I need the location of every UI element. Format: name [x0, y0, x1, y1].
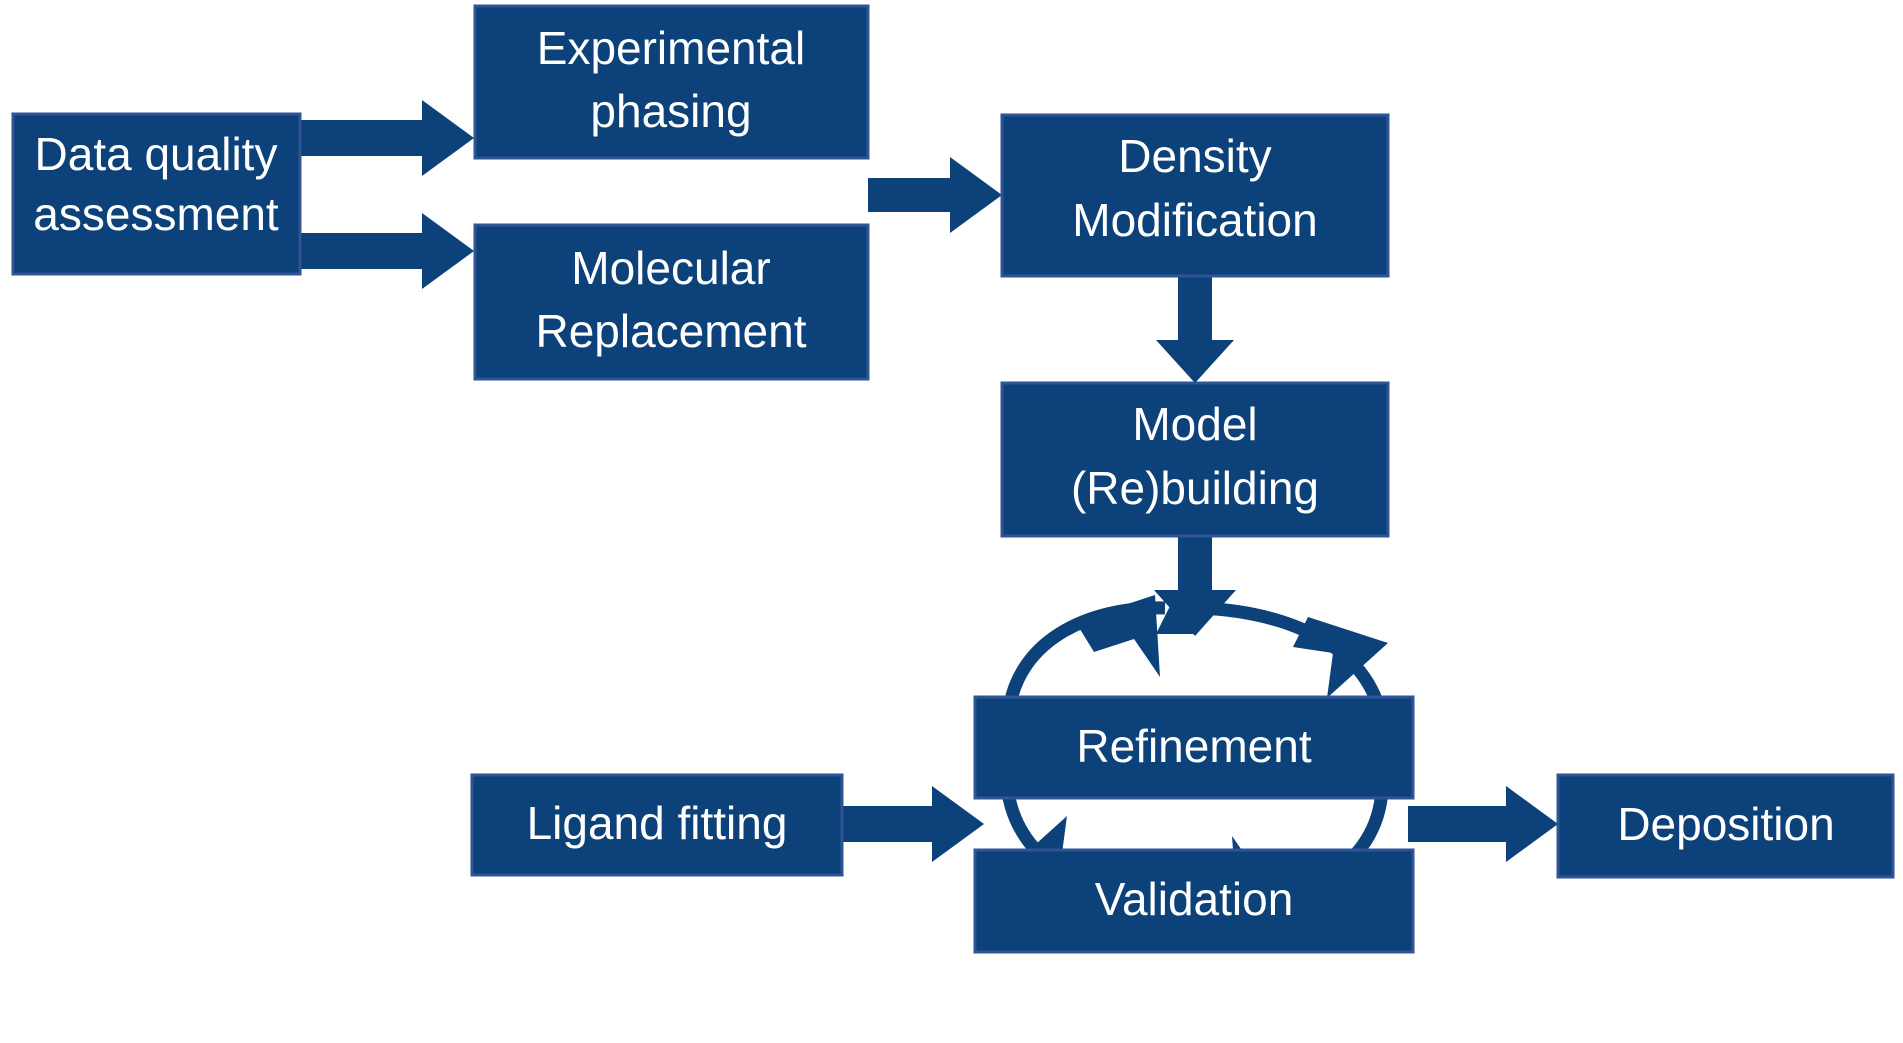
node-deposition-label: Deposition: [1617, 798, 1834, 850]
node-model-rebuilding[interactable]: Model (Re)building: [1000, 381, 1390, 538]
node-refinement-label: Refinement: [1076, 720, 1311, 772]
node-validation[interactable]: Validation: [973, 848, 1415, 954]
node-density-modification[interactable]: Density Modification: [1000, 113, 1390, 278]
connector-phasing-to-density-modification: [868, 157, 1002, 233]
node-molecular-replacement-line1: Molecular: [571, 242, 770, 294]
connector-refinement-to-deposition: [1408, 786, 1558, 862]
node-molecular-replacement-line2: Replacement: [535, 305, 806, 357]
connector-density-modification-to-model-rebuilding: [1156, 276, 1234, 383]
node-ligand-fitting-label: Ligand fitting: [527, 797, 788, 849]
node-validation-label: Validation: [1095, 873, 1294, 925]
node-molecular-replacement[interactable]: Molecular Replacement: [473, 223, 870, 381]
node-experimental-phasing[interactable]: Experimental phasing: [473, 4, 870, 160]
node-ligand-fitting[interactable]: Ligand fitting: [470, 773, 844, 877]
node-density-modification-line2: Modification: [1072, 194, 1317, 246]
connector-model-rebuilding-to-cycle: [1154, 536, 1236, 636]
node-density-modification-line1: Density: [1118, 130, 1271, 182]
connector-ligand-fitting-to-refinement: [842, 786, 984, 862]
node-refinement[interactable]: Refinement: [973, 695, 1415, 800]
node-deposition[interactable]: Deposition: [1556, 773, 1895, 879]
node-data-quality-assessment-line1: Data quality: [35, 128, 278, 180]
connector-data-quality-to-molecular-replacement: [300, 213, 474, 289]
node-data-quality-assessment[interactable]: Data quality assessment: [11, 112, 302, 276]
node-data-quality-assessment-line2: assessment: [33, 188, 279, 240]
node-experimental-phasing-line2: phasing: [590, 85, 751, 137]
node-model-rebuilding-line1: Model: [1132, 398, 1257, 450]
node-experimental-phasing-line1: Experimental: [537, 22, 805, 74]
connector-data-quality-to-experimental-phasing: [300, 100, 474, 176]
node-model-rebuilding-line2: (Re)building: [1071, 462, 1319, 514]
